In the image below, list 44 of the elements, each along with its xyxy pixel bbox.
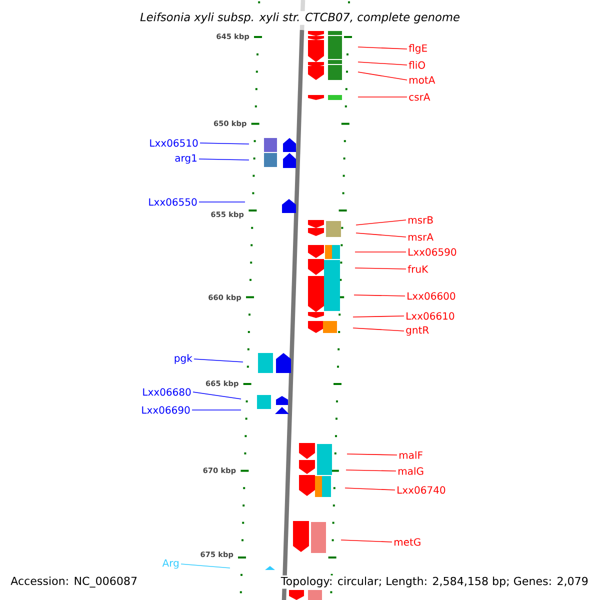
footer-text: Topology: circular; Length: 2,584,158 bp; Genes: 2,079	[280, 575, 590, 589]
footer-text: Accession: NC_006087	[10, 576, 137, 588]
gene-label: fruK	[408, 265, 428, 273]
leader-line	[356, 232, 406, 238]
gene-label: Lxx06680	[143, 388, 191, 396]
gene-label: metG	[394, 538, 420, 546]
leader-line	[354, 294, 406, 296]
leader-line	[358, 62, 408, 66]
leader-line	[352, 328, 404, 332]
leader-line	[354, 268, 406, 270]
gene-label: Lxx06550	[149, 198, 197, 206]
leader-line	[198, 158, 250, 160]
leader-line	[340, 540, 392, 542]
leader-line	[358, 46, 408, 50]
gene-label: pgk	[174, 354, 192, 364]
leader-line	[346, 454, 398, 456]
gene-label: gntR	[406, 326, 429, 336]
gene-label: Lxx06740	[398, 486, 446, 494]
gene-label: csrA	[409, 93, 430, 101]
gene-label: Lxx06610	[406, 312, 454, 320]
gene-label: arg1	[175, 154, 196, 164]
leader-line	[200, 142, 250, 144]
gene-label: Arg	[162, 559, 178, 569]
gene-label: fliO	[408, 61, 425, 69]
gene-label: msrB	[408, 216, 433, 224]
gene-label: Lxx06510	[150, 139, 198, 147]
leader-line	[192, 392, 242, 400]
leader-line	[346, 470, 396, 472]
gene-label: motA	[410, 76, 436, 84]
gene-label: Lxx06600	[408, 292, 456, 300]
leader-line	[180, 564, 230, 568]
gene-label: Lxx06690	[142, 406, 190, 414]
title: Leifsonia xyli subsp. xyli str. CTCB07, complete genome	[138, 11, 462, 25]
leader-line	[344, 488, 396, 490]
leader-line	[358, 72, 408, 80]
leader-line	[194, 358, 244, 362]
gene-label: Lxx06590	[408, 248, 456, 256]
gene-label: malF	[400, 451, 422, 459]
gene-label: msrA	[408, 233, 434, 241]
leader-line	[358, 96, 408, 98]
gene-label: flgE	[408, 44, 427, 54]
gene-label: malG	[398, 467, 424, 475]
leader-line	[356, 220, 406, 226]
leader-line	[352, 316, 404, 318]
